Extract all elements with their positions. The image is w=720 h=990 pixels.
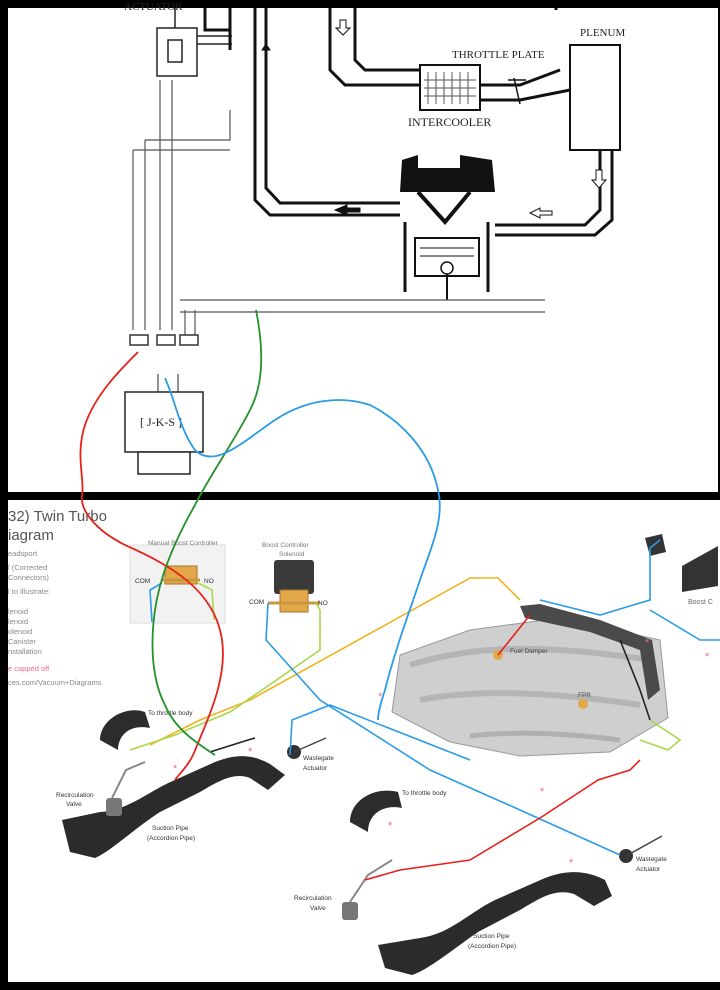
throttle-body-hose-2 (350, 790, 402, 832)
fuel-damper-label: Fuel Damper (510, 648, 548, 655)
side-notes: eadsport l (Corrected Connectors) l to i… (8, 549, 102, 687)
side-note: l to illustrate: (8, 587, 50, 596)
capped-off-note: e capped off (8, 664, 50, 673)
overlay-hoses (79, 309, 441, 781)
plenum (569, 44, 621, 151)
suction-pipe-1 (62, 756, 285, 858)
hose-dark-2 (619, 639, 651, 721)
capped-off-markers: * * * * * * * * (173, 637, 710, 869)
intake-pipe-upper (520, 604, 660, 700)
side-note: olenoid (8, 627, 32, 636)
hose-red-overlay (79, 351, 224, 781)
diagram-title-line1: 32) Twin Turbo (8, 508, 107, 525)
wastegate-label-1b: Actuator (303, 765, 328, 772)
side-note: eadsport (8, 549, 38, 558)
engine-cylinder (400, 155, 495, 300)
actuator-label: ACTUATOR (124, 1, 183, 13)
capped-marker: * (378, 691, 383, 703)
recirculation-valve-2 (342, 859, 393, 920)
hose-blue-1 (265, 602, 621, 856)
solenoid-box-label: [ J-K-S ] (140, 415, 182, 429)
com-label-left: COM (135, 578, 150, 585)
recirculation-valve-1 (106, 761, 146, 816)
throttle-plate (508, 77, 526, 105)
capped-marker: * (388, 820, 393, 832)
recirculation-valve-label-1b: Valve (66, 801, 82, 808)
suction-pipe-label-2a: Suction Pipe (473, 933, 510, 940)
vacuum-lines-grey (132, 80, 545, 345)
boost-solenoid-label-1: Boost Controller (262, 542, 309, 549)
capped-marker: * (569, 857, 574, 869)
capped-marker: * (173, 763, 178, 775)
throttle-body-hose-1 (100, 710, 150, 750)
to-throttle-body-label-2: To throttle body (402, 790, 447, 797)
hose-blue-4 (539, 539, 661, 616)
recirculation-valve-label-2a: Recirculation (294, 895, 332, 902)
com-label-right: COM (249, 599, 264, 606)
boost-controller-right-label: Boost C (688, 599, 713, 606)
throttle-plate-label: THROTTLE PLATE (452, 49, 545, 61)
side-note: l (Corrected (8, 563, 47, 572)
manual-boost-controller-label: Manual Boost Controller (148, 540, 219, 547)
no-label-left: NO (204, 578, 214, 585)
hoses-bottom (129, 539, 720, 881)
capped-marker: * (645, 637, 650, 649)
wastegate-label-1a: Wastegate (303, 755, 334, 762)
diagram-title-line2: iagram (8, 527, 54, 544)
hose-dark-1 (209, 737, 256, 753)
side-note: Connectors) (8, 573, 49, 582)
hose-blue-5 (649, 609, 720, 641)
hose-lime-1 (129, 602, 321, 751)
side-note: lenoid (8, 607, 28, 616)
actuator (156, 8, 232, 77)
top-panel: ACTUATOR (8, 1, 718, 492)
capped-marker: * (248, 746, 253, 758)
capped-marker: * (705, 651, 710, 663)
intercooler-label: INTERCOOLER (408, 115, 491, 129)
suction-pipe-label-1a: Suction Pipe (152, 825, 189, 832)
bottom-panel: 32) Twin Turbo iagram eadsport l (Correc… (8, 500, 720, 982)
hose-green-overlay (151, 309, 263, 756)
boost-solenoid-label-2: Solenoid (279, 551, 305, 558)
fpr-label: FPR (578, 692, 591, 699)
side-note: nstallation (8, 647, 42, 656)
suction-pipe-label-1b: (Accordion Pipe) (147, 835, 195, 842)
side-note: lenoid (8, 617, 28, 626)
recirculation-valve-label-1a: Recirculation (56, 792, 94, 799)
recirculation-valve-label-2b: Valve (310, 905, 326, 912)
hose-blue-3 (289, 704, 471, 761)
url-note: ces.com/Vacuum+Diagrams (8, 678, 102, 687)
hose-lime-2 (197, 582, 215, 621)
plenum-label: PLENUM (580, 27, 625, 39)
no-label-right: NO (318, 600, 328, 607)
wastegate-label-2b: Actuator (636, 866, 661, 873)
suction-pipe-2 (378, 872, 612, 975)
hose-blue-overlay (164, 377, 441, 721)
to-throttle-body-label-1: To throttle body (148, 710, 193, 717)
wastegate-actuator-2 (619, 835, 663, 863)
hose-red-bottom (364, 759, 641, 881)
intake-manifold (391, 617, 669, 757)
hose-fittings (129, 334, 199, 346)
hose-red-damper (497, 614, 531, 656)
hose-blue-2 (149, 582, 163, 623)
side-note: Canister (8, 637, 36, 646)
wastegate-label-2a: Wastegate (636, 856, 667, 863)
hose-lime-3 (639, 719, 682, 751)
intercooler (419, 64, 481, 111)
suction-pipe-label-2b: (Accordion Pipe) (468, 943, 516, 950)
intake-piping (203, 8, 614, 237)
boost-controller-solenoid (268, 560, 320, 613)
capped-marker: * (540, 786, 545, 798)
flow-arrows (261, 19, 608, 219)
hose-yellow (149, 577, 521, 746)
